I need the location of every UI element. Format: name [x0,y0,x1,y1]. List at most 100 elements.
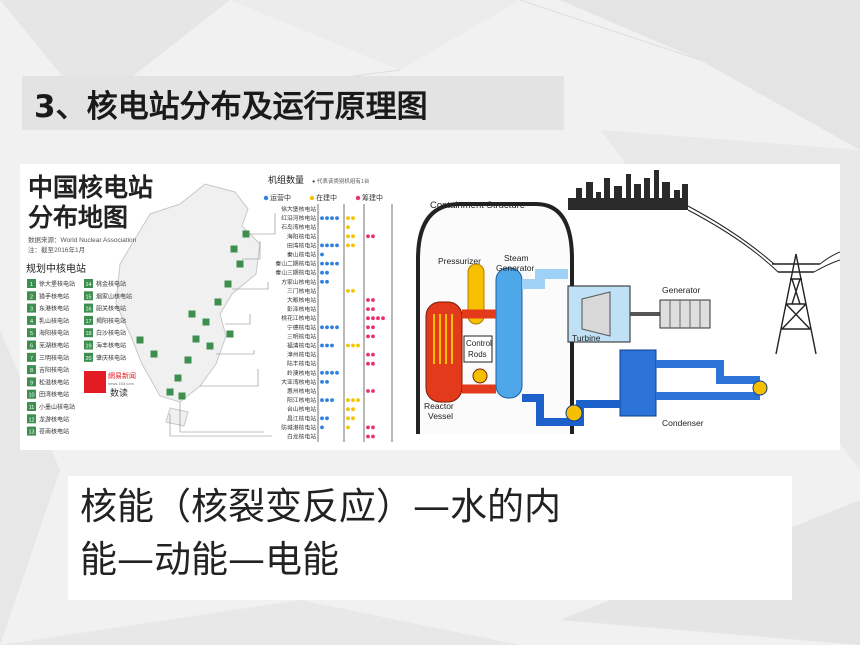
steam-generator [495,267,523,399]
running-unit-dot [320,261,324,266]
planned-left-num: 2 [30,294,33,300]
planned-left-num-box [27,340,36,350]
building-unit-dot [346,289,350,293]
running-unit-dot [325,216,329,220]
planned-right-num-box [84,303,93,313]
planning-unit-dot [366,298,370,302]
china-map-panel: 中国核电站 分布地图 数据来源：World Nuclear Associatio… [26,173,393,442]
running-unit-dot [320,416,324,421]
feedwater-line [522,394,620,426]
station-name: 田湾核电站 [287,241,316,249]
press-logo: 網易新闻 [108,371,136,380]
planned-left-num: 12 [28,417,34,423]
building-unit-dot [351,416,355,421]
planned-right-num-box [84,352,93,362]
planned-right-num-box [84,291,93,301]
map-marker [174,374,182,382]
planning-unit-dot [366,425,370,430]
planning-unit-dot [366,307,370,311]
building-unit-dot [346,234,350,239]
building-unit-dot [351,243,355,248]
condenser [619,349,657,417]
planned-right-num-box [84,279,93,288]
running-unit-dot [335,261,339,266]
map-marker [202,318,210,326]
station-name: 陆丰核电站 [287,360,316,368]
planning-unit-dot [371,234,375,239]
running-unit-dot [335,325,339,330]
station-name: 海阳核电站 [287,232,316,240]
planning-unit-dot [371,389,375,393]
map-marker [184,356,192,364]
map-marker [224,280,232,288]
planning-unit-dot [371,298,375,302]
planning-unit-dot [371,361,375,366]
building-unit-dot [351,407,355,412]
station-name: 秦山二期核电站 [275,260,316,268]
planning-unit-dot [371,307,375,311]
planning-unit-dot [366,325,370,330]
planning-unit-dot [366,334,370,339]
station-name: 红沿河核电站 [281,214,316,222]
planned-right-num: 14 [85,282,91,288]
map-marker [188,310,196,318]
generator [659,299,711,329]
planned-left-name: 松滋核电站 [39,378,69,386]
running-unit-dot [330,216,334,220]
planned-right-num: 16 [85,307,91,313]
building-unit-dot [351,216,355,220]
press-logo-block [84,371,106,393]
caption-line-1: 核能（核裂变反应）—水的内 [80,485,561,528]
planned-right-num-box [84,328,93,338]
planned-right-num-box [84,340,93,350]
planning-unit-dot [366,434,370,439]
planning-unit-dot [371,352,375,357]
running-unit-dot [325,279,329,284]
planned-left-num-box [27,426,36,436]
map-marker [214,298,222,306]
running-unit-dot [325,416,329,421]
legend-running: 运营中 [270,193,291,202]
plant-diagram: Containment Structure Pressurizer Steam … [398,164,841,450]
building-unit-dot [346,398,350,402]
power-pylon [772,253,820,355]
running-unit-dot [335,243,339,248]
planned-right-num: 19 [85,344,91,350]
planned-left-num: 10 [28,393,34,399]
building-unit-dot [356,343,360,348]
building-unit-dot [351,289,355,293]
legend-planning: 筹建中 [362,193,383,202]
planned-left-num-box [27,402,36,411]
map-marker [226,330,234,338]
legend-building-dot [309,195,315,201]
planning-unit-dot [371,325,375,330]
leader-lines [169,213,276,437]
planned-left-num: 4 [30,319,33,325]
china-map-shape [115,183,261,403]
planning-unit-dot [366,389,370,393]
station-name: 桃花江核电站 [281,314,316,322]
building-unit-dot [346,216,350,220]
reactor-vessel [425,301,463,403]
planned-left-num: 13 [28,430,34,436]
planned-right-name: 海丰核电站 [96,342,126,350]
running-unit-dot [320,398,324,402]
label-pressurizer: Pressurizer [438,256,481,266]
planned-left-name: 乳山核电站 [39,317,69,325]
planned-right-num: 15 [85,294,91,300]
running-unit-dot [330,261,334,266]
planning-unit-dot [376,316,380,321]
planned-left-num: 8 [30,368,33,374]
planned-left-name: 芜湖核电站 [39,342,69,350]
station-name: 福清核电站 [287,342,316,350]
station-name: 台山核电站 [287,405,316,413]
planned-left-num: 5 [30,331,33,337]
figure-panel: 中国核电站 分布地图 数据来源：World Nuclear Associatio… [20,164,841,450]
label-generator: Generator [662,285,700,295]
running-unit-dot [330,343,334,348]
map-marker [230,245,238,253]
planned-right-num: 18 [85,331,91,337]
running-unit-dot [320,279,324,284]
planned-left-num-box [27,352,36,362]
map-marker [166,388,174,396]
